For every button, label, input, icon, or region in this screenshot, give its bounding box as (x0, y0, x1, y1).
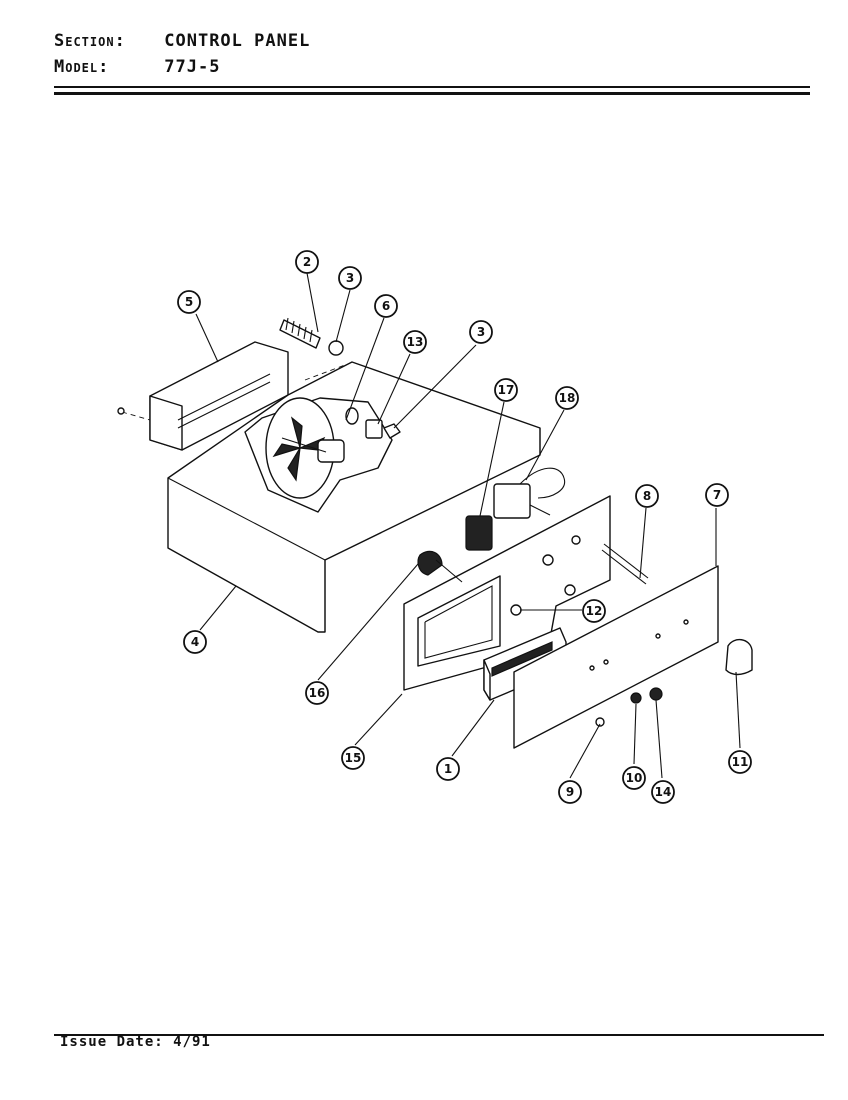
fan-assembly (244, 397, 393, 513)
callout-label: 14 (655, 785, 672, 799)
callout-13: 13 (403, 330, 427, 354)
model-row: Model: 77J-5 (54, 54, 310, 80)
gaskets (345, 407, 401, 439)
callouts: 2 3 5 6 13 3 17 18 8 7 4 16 12 15 1 9 10 14 11 (177, 250, 752, 804)
front-panel (513, 565, 719, 749)
callout-9: 9 (558, 780, 582, 804)
callout-17: 17 (494, 378, 518, 402)
callout-3: 3 (338, 266, 362, 290)
callout-label: 7 (713, 488, 721, 502)
callout-label: 13 (407, 335, 424, 349)
callout-label: 3 (477, 325, 485, 339)
callout-label: 12 (586, 604, 603, 618)
callout-label: 11 (732, 755, 749, 769)
callout-16: 16 (305, 681, 329, 705)
callout-label: 2 (303, 255, 311, 269)
callout-label: 1 (444, 762, 452, 776)
callout-label: 18 (559, 391, 576, 405)
callout-label: 8 (643, 489, 651, 503)
callout-14: 14 (651, 780, 675, 804)
section-label: Section: (54, 31, 126, 51)
callout-label: 4 (191, 635, 199, 649)
callout-2: 2 (295, 250, 319, 274)
callout-15: 15 (341, 746, 365, 770)
callout-label: 6 (382, 299, 390, 313)
section-value: CONTROL PANEL (164, 31, 311, 51)
callout-18: 18 (555, 386, 579, 410)
callout-label: 16 (309, 686, 326, 700)
duct-box (117, 341, 289, 451)
issue-date: Issue Date: 4/91 (60, 1034, 211, 1050)
callout-label: 9 (566, 785, 574, 799)
callout-5: 5 (177, 290, 201, 314)
spring-shaft (279, 317, 346, 381)
callout-7: 7 (705, 483, 729, 507)
model-label: Model: (54, 57, 110, 77)
callout-12: 12 (582, 599, 606, 623)
header-rule-top (54, 86, 810, 88)
callout-8: 8 (635, 484, 659, 508)
callout-label: 5 (185, 295, 193, 309)
timer-motor (465, 467, 566, 551)
callout-label: 15 (345, 751, 362, 765)
callout-6: 6 (374, 294, 398, 318)
small-parts (510, 543, 753, 727)
callout-10: 10 (622, 766, 646, 790)
callout-label: 3 (346, 271, 354, 285)
callout-3: 3 (469, 320, 493, 344)
section-row: Section: CONTROL PANEL (54, 28, 310, 54)
callout-4: 4 (183, 630, 207, 654)
leader-lines (195, 272, 741, 779)
callout-label: 10 (626, 771, 643, 785)
callout-1: 1 (436, 757, 460, 781)
model-value: 77J-5 (164, 57, 221, 77)
footer-rule (54, 1034, 824, 1036)
header: Section: CONTROL PANEL Model: 77J-5 (54, 28, 310, 80)
header-rule-bottom (54, 92, 810, 95)
bracket-panel (403, 495, 611, 691)
callout-label: 17 (498, 383, 515, 397)
callout-11: 11 (728, 750, 752, 774)
